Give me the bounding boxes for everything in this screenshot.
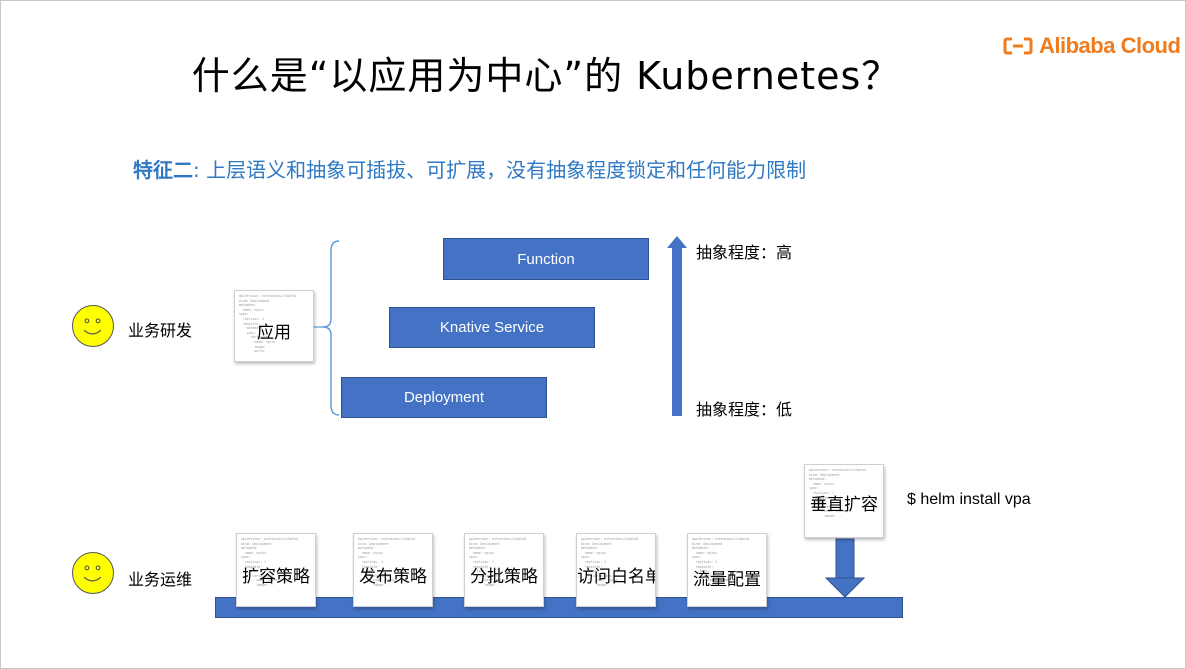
abstraction-low-label: 抽象程度：低 bbox=[696, 400, 793, 419]
layer-function: Function bbox=[443, 238, 649, 280]
dev-smiley-icon bbox=[72, 305, 114, 347]
vertical-scaling-arrow bbox=[824, 538, 866, 598]
abstraction-arrow bbox=[667, 236, 687, 416]
policy-doc-release: apiVersion: extensions/v1beta1 kind: Dep… bbox=[353, 533, 433, 607]
policy-doc-batch: apiVersion: extensions/v1beta1 kind: Dep… bbox=[464, 533, 544, 607]
ops-smiley-icon bbox=[72, 552, 114, 594]
page-title: 什么是“以应用为中心”的 Kubernetes？ bbox=[191, 54, 901, 98]
yaml-lines-decor: apiVersion: extensions/v1beta1 kind: Dep… bbox=[809, 468, 867, 518]
policy-label: 流量配置 bbox=[693, 570, 761, 590]
ops-role-label: 业务运维 bbox=[128, 570, 193, 589]
vertical-scaling-doc: apiVersion: extensions/v1beta1 kind: Dep… bbox=[804, 464, 884, 538]
yaml-lines-decor: apiVersion: extensions/v1beta1 kind: Dep… bbox=[241, 537, 299, 587]
yaml-lines-decor: apiVersion: extensions/v1beta1 kind: Dep… bbox=[581, 537, 639, 587]
logo-text: Alibaba Cloud bbox=[1039, 33, 1181, 58]
app-yaml-doc: apiVersion: extensions/v1beta1 kind: Dep… bbox=[234, 290, 314, 362]
yaml-lines-decor: apiVersion: extensions/v1beta1 kind: Dep… bbox=[692, 537, 750, 587]
alibaba-cloud-logo: Alibaba Cloud bbox=[1003, 33, 1181, 59]
layer-knative-service: Knative Service bbox=[389, 307, 595, 348]
policy-doc-whitelist: apiVersion: extensions/v1beta1 kind: Dep… bbox=[576, 533, 656, 607]
policy-doc-traffic: apiVersion: extensions/v1beta1 kind: Dep… bbox=[687, 533, 767, 607]
policy-label: 发布策略 bbox=[359, 567, 427, 587]
policy-label: 扩容策略 bbox=[242, 567, 310, 587]
layer-deployment: Deployment bbox=[341, 377, 547, 418]
abstraction-high-label: 抽象程度：高 bbox=[696, 243, 793, 262]
yaml-lines-decor: apiVersion: extensions/v1beta1 kind: Dep… bbox=[239, 294, 297, 354]
yaml-lines-decor: apiVersion: extensions/v1beta1 kind: Dep… bbox=[358, 537, 416, 587]
policy-label: 访问白名单 bbox=[577, 567, 656, 587]
policy-doc-scaling: apiVersion: extensions/v1beta1 kind: Dep… bbox=[236, 533, 316, 607]
yaml-lines-decor: apiVersion: extensions/v1beta1 kind: Dep… bbox=[469, 537, 527, 587]
policy-label: 分批策略 bbox=[470, 567, 538, 587]
subtitle-text: : 上层语义和抽象可插拔、可扩展，没有抽象程度锁定和任何能力限制 bbox=[193, 158, 807, 182]
ops-base-bar bbox=[215, 597, 903, 618]
app-label: 应用 bbox=[257, 323, 291, 343]
vertical-scaling-label: 垂直扩容 bbox=[810, 495, 878, 515]
subtitle: 特征二: 上层语义和抽象可插拔、可扩展，没有抽象程度锁定和任何能力限制 bbox=[133, 154, 806, 183]
helm-command: $ helm install vpa bbox=[907, 491, 1031, 508]
dev-role-label: 业务研发 bbox=[128, 321, 193, 340]
alibaba-cloud-logo-icon bbox=[1003, 37, 1033, 55]
subtitle-lead: 特征二 bbox=[133, 158, 193, 182]
layers-brace bbox=[322, 240, 340, 416]
